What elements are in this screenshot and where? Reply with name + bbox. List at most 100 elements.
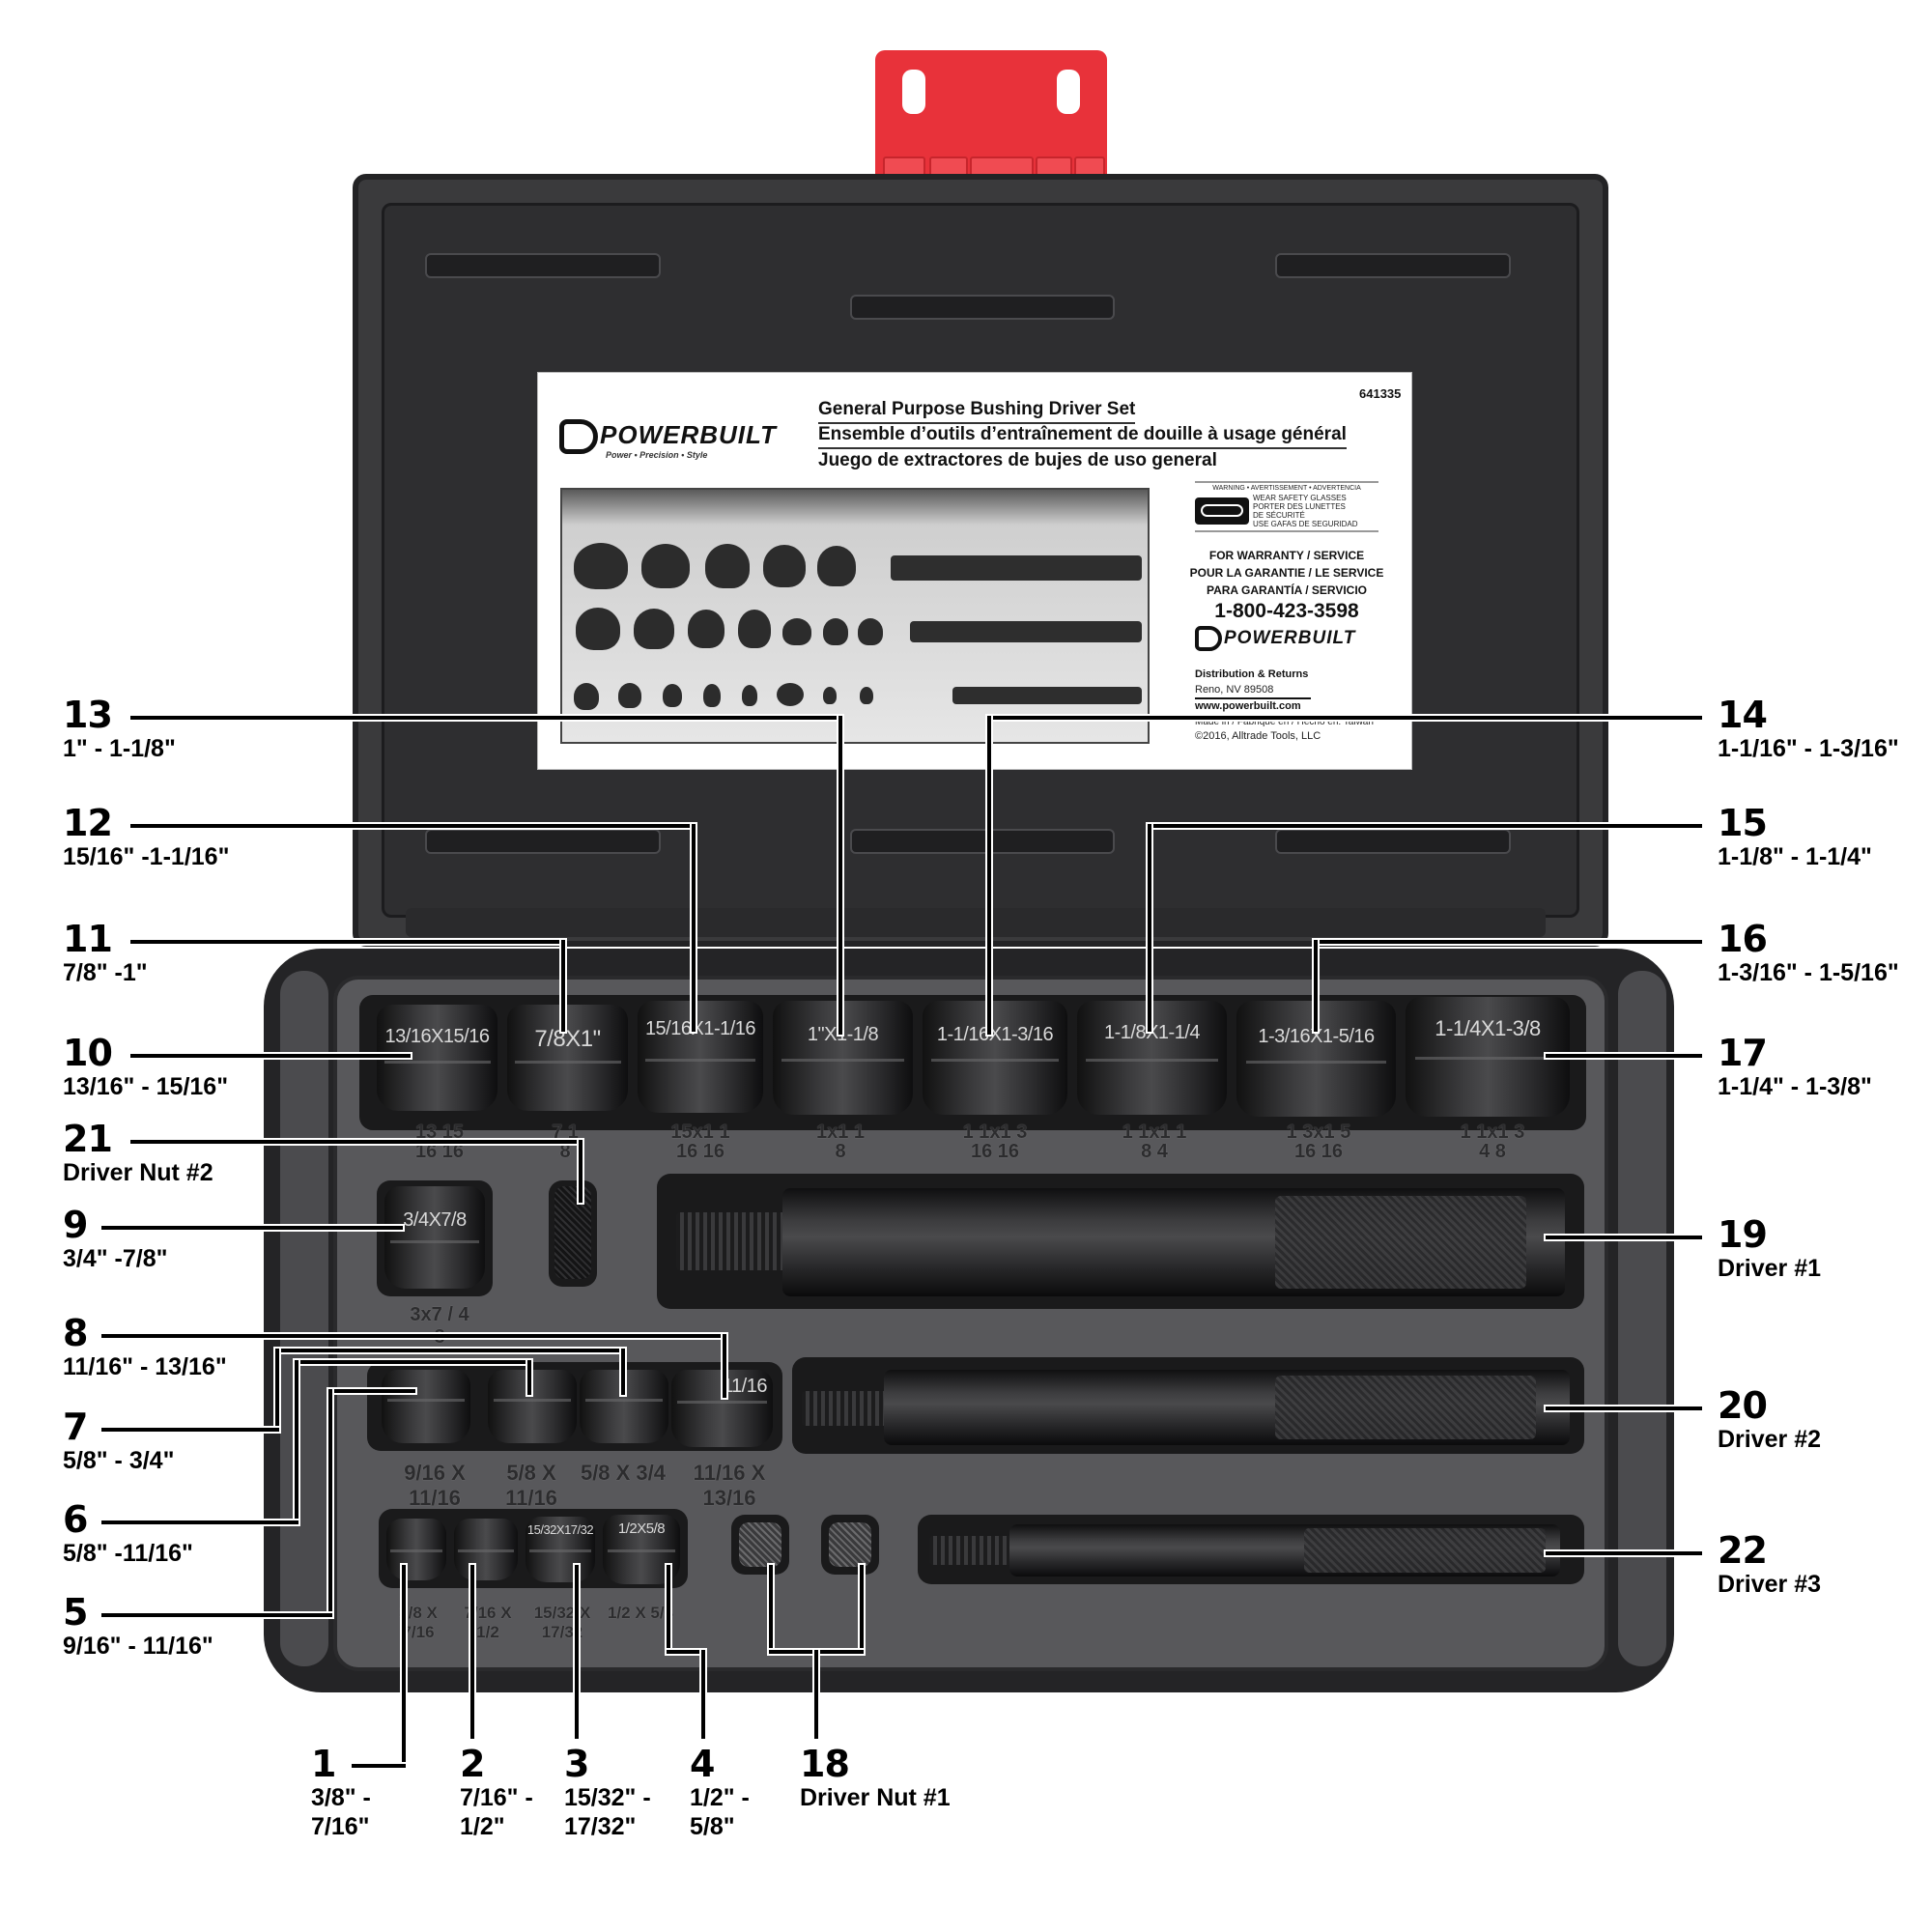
driver-3-knurl <box>1304 1528 1546 1573</box>
bushing-4[interactable]: 1/2X5/8 <box>603 1515 680 1584</box>
molded-size-label: 5/8 X 11/16 <box>505 1461 557 1510</box>
driver-2-knurl <box>1275 1376 1536 1439</box>
brand-tagline: Power • Precision • Style <box>606 450 708 460</box>
callout-line <box>101 1520 298 1524</box>
warning-header: WARNING • AVERTISSEMENT • ADVERTENCIA <box>1212 485 1361 492</box>
callout-line <box>328 1389 332 1617</box>
bushing-2[interactable] <box>454 1519 518 1580</box>
callout-line <box>769 1565 773 1654</box>
service-line: POUR LA GARANTIE / LE SERVICE <box>1189 566 1384 580</box>
callout-line <box>987 716 991 1035</box>
warning-line: USE GAFAS DE SEGURIDAD <box>1253 520 1358 528</box>
callout-line <box>579 1140 582 1203</box>
warning-box: WARNING • AVERTISSEMENT • ADVERTENCIA WE… <box>1195 481 1378 532</box>
title-english: General Purpose Bushing Driver Set <box>818 399 1136 424</box>
bushing-11[interactable]: 7/8X1" <box>507 1005 628 1111</box>
molded-size-label: 1/2 X 5/8 <box>607 1604 674 1622</box>
copyright-text: ©2016, Alltrade Tools, LLC <box>1195 730 1321 742</box>
callout-line <box>561 940 565 1032</box>
driver-nut-2[interactable] <box>554 1186 591 1279</box>
latch-hole <box>1057 70 1080 114</box>
callout-line <box>328 1389 415 1393</box>
bushing-15[interactable]: 1-1/8X1-1/4 <box>1077 1001 1227 1115</box>
callout-line <box>1148 824 1702 828</box>
warning-line: PORTER DES LUNETTES <box>1253 502 1346 511</box>
callout-line <box>987 716 1702 720</box>
lid-rib <box>425 829 661 854</box>
website-link[interactable]: www.powerbuilt.com <box>1195 700 1301 712</box>
callout-line <box>130 1140 582 1144</box>
callout-line <box>101 1428 279 1432</box>
callout-line <box>1546 1054 1702 1058</box>
callout-line <box>295 1360 298 1524</box>
lid-rib <box>425 253 661 278</box>
lid-rib <box>850 829 1115 854</box>
callout-line <box>402 1565 406 1768</box>
callout-line <box>814 1650 818 1739</box>
bushing-1[interactable] <box>386 1519 446 1580</box>
safety-glasses-icon <box>1195 497 1249 525</box>
callout-line <box>470 1565 474 1739</box>
driver-1-thread <box>676 1212 787 1270</box>
warning-line: WEAR SAFETY GLASSES <box>1253 494 1347 502</box>
driver-2-thread <box>802 1391 889 1426</box>
bushing-14[interactable]: 1-1/16X1-3/16 <box>923 1001 1067 1115</box>
title-spanish: Juego de extractores de bujes de uso gen… <box>818 450 1217 470</box>
brand-logo-small: POWERBUILT <box>1195 626 1355 651</box>
molded-size-label: 3x7 / 4 8 <box>410 1304 469 1348</box>
molded-size-label: 15/32 X 17/32 <box>533 1604 591 1641</box>
callout-line <box>1546 1406 1702 1410</box>
bushing-8[interactable]: 11/16 <box>671 1370 773 1447</box>
driver-nut-1[interactable] <box>739 1522 781 1567</box>
callout-line <box>701 1650 705 1739</box>
title-french: Ensemble d’outils d’entraînement de doui… <box>818 424 1347 449</box>
bushing-13[interactable]: 1"X1-1/8 <box>773 1001 913 1115</box>
bushing-6[interactable] <box>488 1370 577 1443</box>
made-in-text: Made in / Fabriqué en / Hecho en: Taiwan <box>1195 717 1374 727</box>
callout-line <box>130 716 842 720</box>
callout-line <box>275 1349 625 1352</box>
bushing-5[interactable] <box>382 1370 470 1443</box>
driver-nut-1-alt[interactable] <box>829 1522 871 1567</box>
callout-line <box>692 824 696 1032</box>
bushing-10[interactable]: 13/16X15/16 <box>377 1005 497 1111</box>
callout-line <box>838 716 842 1035</box>
bushing-17[interactable]: 1-1/4X1-3/8 <box>1406 997 1570 1117</box>
callout-line <box>130 824 696 828</box>
callout-line <box>352 1764 406 1768</box>
bushing-12[interactable]: 15/16X1-1/16 <box>638 1001 763 1113</box>
callout-line <box>101 1226 403 1230</box>
bushing-3[interactable]: 15/32X17/32 <box>526 1517 595 1582</box>
driver-3-thread <box>929 1536 1011 1565</box>
service-phone: 1-800-423-3598 <box>1214 600 1359 622</box>
callout-line <box>1546 1551 1702 1555</box>
callout-line <box>575 1565 579 1739</box>
product-photo <box>560 488 1150 744</box>
lid-rib <box>1275 829 1511 854</box>
molded-size-label: 3/8 X 7/16 <box>399 1604 438 1641</box>
callout-line <box>527 1360 531 1395</box>
bushing-9[interactable]: 3/4X7/8 <box>384 1186 485 1289</box>
callout-line <box>275 1349 279 1432</box>
